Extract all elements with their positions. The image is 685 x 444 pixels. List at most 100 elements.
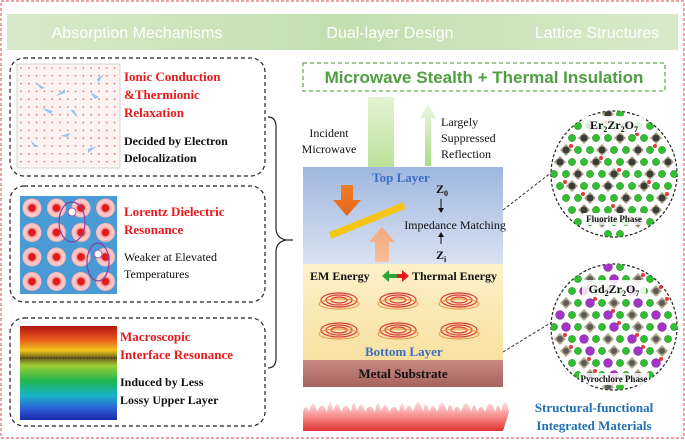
fluorite-atom — [646, 218, 654, 226]
fluorite-atom — [616, 182, 624, 190]
gd-formula-n1: 2 — [605, 289, 609, 298]
mechanism-card-interface: Macroscopic Interface Resonance Induced … — [9, 317, 266, 427]
ion-dot — [66, 137, 69, 140]
ion-dot — [51, 129, 54, 132]
caption-line2: Integrated Materials — [536, 418, 651, 433]
ion-dot — [27, 145, 30, 147]
oxygen-atom — [587, 357, 591, 361]
ion-dot — [66, 152, 69, 155]
ion-dot — [35, 152, 38, 155]
left-brace — [267, 116, 287, 369]
energy-vortex-group — [318, 292, 480, 340]
ion-dot — [20, 90, 22, 93]
ion-dot — [82, 129, 85, 132]
fluorite-cation-polyhedron — [650, 132, 662, 144]
ion-dot — [59, 82, 61, 85]
ion-dot — [105, 106, 108, 108]
oxygen-atom — [617, 168, 621, 172]
ionic-hopping-arrows — [30, 74, 104, 153]
ion-dot — [35, 137, 38, 140]
reflection-arrow — [420, 104, 436, 166]
fluorite-atom — [586, 170, 594, 178]
z0-label: Z0 — [436, 182, 448, 198]
pyrochlore-gd-atom — [561, 322, 571, 332]
pyrochlore-gd-atom — [651, 358, 661, 368]
fluorite-cation-polyhedron — [614, 132, 626, 144]
ion-dot — [43, 98, 46, 101]
fluorite-atom — [622, 146, 630, 154]
fluorite-cation-polyhedron — [560, 144, 572, 156]
oxygen-atom — [653, 144, 657, 148]
ion-dot — [20, 113, 22, 116]
fluorite-atom — [604, 134, 612, 142]
header-absorption-mechanisms: Absorption Mechanisms — [52, 25, 223, 42]
connector-top-layer-lattice — [502, 171, 553, 211]
gd-formula-el1: Gd — [589, 282, 605, 296]
pyrochlore-atom — [598, 347, 606, 355]
matched-wave-arrow — [369, 227, 395, 262]
oxygen-atom — [665, 297, 669, 301]
er-formula-n1: 2 — [603, 125, 607, 134]
fluorite-atom — [562, 194, 570, 202]
ion-dot — [90, 145, 93, 147]
ion-dot — [20, 106, 22, 108]
ion-dot — [82, 152, 85, 155]
pyrochlore-atom — [568, 311, 576, 319]
pyrochlore-gd-atom — [585, 298, 595, 308]
dipole-dot — [22, 247, 42, 267]
fluorite-atom — [574, 146, 582, 154]
interface-desc-line1: Induced by Less — [120, 375, 204, 389]
ion-dot — [90, 67, 93, 69]
pyrochlore-atom — [574, 347, 582, 355]
z0-letter: Z — [436, 182, 444, 196]
em-to-thermal-arrow-left — [382, 270, 397, 282]
ion-dot — [59, 74, 61, 77]
dipole-dot — [96, 223, 115, 242]
pyrochlore-gd-atom — [633, 298, 643, 308]
ion-dot — [43, 129, 46, 132]
ion-dot — [51, 145, 54, 147]
positive-charge-icon — [93, 249, 103, 259]
ion-dot — [27, 160, 30, 163]
bottom-layer-label: Bottom Layer — [365, 344, 443, 359]
fluorite-cation-polyhedron — [572, 168, 584, 180]
ion-dot — [27, 82, 30, 85]
lorentz-title-line2: Resonance — [124, 222, 183, 237]
fluorite-cation-polyhedron — [632, 144, 644, 156]
fluorite-atom — [568, 158, 576, 166]
zi-letter: Z — [436, 248, 444, 262]
pyrochlore-zr-polyhedron — [632, 321, 644, 333]
pyrochlore-zr-polyhedron — [602, 333, 614, 345]
ion-dot — [43, 67, 46, 69]
pyrochlore-atom — [574, 275, 582, 283]
ion-dot — [82, 137, 85, 140]
ion-dot — [35, 160, 38, 163]
fluorite-atom — [628, 206, 636, 214]
ion-dot — [66, 82, 69, 85]
ion-dot — [66, 74, 69, 77]
gd-formula-n2: 2 — [622, 289, 626, 298]
gd-formula: Gd2Zr2O7 — [589, 282, 640, 298]
pyrochlore-atom — [664, 335, 672, 343]
ion-dot — [98, 145, 100, 147]
ion-dot — [105, 137, 108, 140]
ion-dot — [90, 106, 93, 108]
energy-vortex-icon — [318, 292, 360, 310]
interface-title-line2: Interface Resonance — [120, 347, 233, 362]
metal-substrate: Metal Substrate — [303, 360, 503, 387]
incident-label-line1: Incident — [309, 126, 349, 140]
pyrochlore-zr-polyhedron — [584, 321, 596, 333]
pyrochlore-zr-polyhedron — [578, 357, 590, 369]
fluorite-atom — [574, 194, 582, 202]
ion-dot — [90, 82, 93, 85]
ion-dot — [82, 67, 85, 69]
fluorite-cation-polyhedron — [626, 156, 638, 168]
fluorite-atom — [562, 170, 570, 178]
ion-dot — [82, 145, 85, 147]
pyrochlore-atom — [568, 335, 576, 343]
ion-dot — [74, 129, 77, 132]
pyrochlore-atom — [592, 311, 600, 319]
ion-dot — [90, 152, 93, 155]
ion-dot — [113, 90, 116, 93]
